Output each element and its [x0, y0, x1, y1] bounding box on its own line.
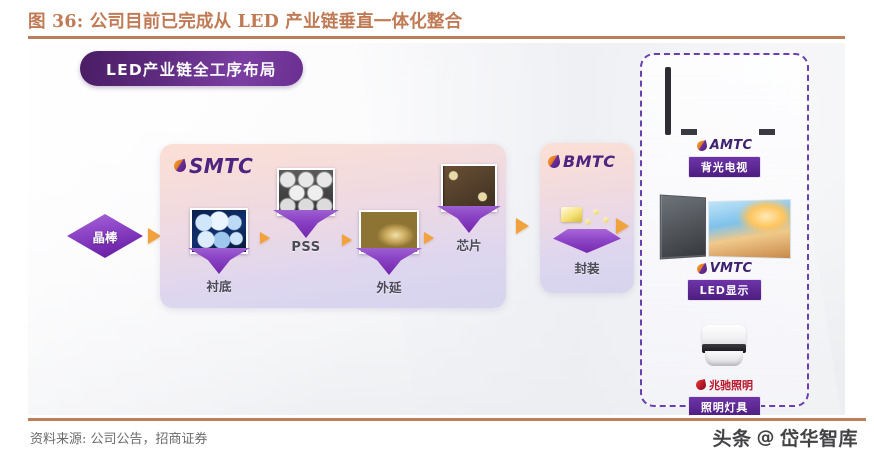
package-dot-icon [585, 219, 591, 225]
package-illustration [549, 205, 625, 253]
epitaxy-down-arrow-icon [356, 248, 422, 275]
led-panel-icon [707, 198, 791, 260]
pss-thumbnail [277, 168, 335, 216]
vmtc-logo-mark-icon [695, 262, 708, 275]
package-dot-icon [603, 217, 609, 223]
bmtc-logo-text: BMTC [563, 152, 616, 171]
product-lighting: 兆驰照明 照明灯具 [687, 323, 762, 415]
zhaochi-logo-text: 兆驰照明 [708, 379, 753, 392]
lamp-illustration [698, 323, 750, 369]
downlight-icon [698, 323, 750, 369]
zhaochi-logo-mark-icon [695, 379, 707, 391]
substrate-down-arrow-icon [188, 248, 250, 274]
arrow-substrate-to-pss [260, 232, 270, 244]
ingot-diamond-icon [67, 214, 143, 258]
title-divider [28, 36, 845, 39]
tv-illustration [664, 67, 785, 135]
footer-divider [28, 418, 866, 421]
stage-package-label: 封装 [574, 261, 600, 276]
stage-epitaxy: 外延 [344, 210, 434, 296]
led-wall-illustration [659, 192, 791, 260]
stage-pss-label: PSS [291, 240, 321, 255]
diagram-banner-label: LED产业链全工序布局 [106, 60, 277, 79]
watermark-at: @ [756, 427, 775, 448]
smtc-logo-text: SMTC [189, 154, 254, 178]
epitaxy-thumbnail [359, 210, 419, 254]
arrow-bmtc-to-products [616, 218, 629, 234]
arrow-ingot-to-smtc [148, 228, 161, 244]
watermark-prefix: 头条 [712, 428, 752, 450]
vmtc-logo-text: VMTC [709, 261, 753, 276]
package-chiplet-icon [561, 207, 582, 222]
diagram-banner: LED产业链全工序布局 [80, 51, 303, 86]
bmtc-card: BMTC 封装 [540, 143, 634, 293]
bmtc-logo: BMTC [546, 152, 616, 171]
smtc-card: SMTC 衬底 PSS [160, 144, 506, 308]
stage-package: 封装 [549, 205, 625, 277]
substrate-thumbnail [190, 208, 248, 254]
chip-thumbnail [441, 164, 497, 212]
zhaochi-lighting-logo: 兆驰照明 [695, 377, 753, 393]
amtc-logo: AMTC [695, 138, 753, 153]
watermark-name: 岱华智库 [779, 428, 858, 450]
smtc-logo: SMTC [172, 154, 254, 178]
led-cabinet-icon [659, 194, 706, 260]
stage-substrate-label: 衬底 [206, 279, 232, 294]
stage-ingot-label: 晶棒 [92, 229, 118, 245]
product-tag-led-display: LED显示 [686, 279, 763, 301]
tv-stand-icon [671, 128, 785, 135]
arrow-epitaxy-to-chip [424, 232, 434, 244]
vmtc-logo: VMTC [695, 261, 753, 276]
arrow-smtc-to-bmtc [516, 218, 529, 234]
figure-source: 资料来源: 公司公告，招商证券 [30, 432, 208, 447]
amtc-logo-text: AMTC [709, 138, 753, 153]
stage-chip: 芯片 [426, 164, 512, 254]
diagram-canvas: LED产业链全工序布局 晶棒 [28, 43, 845, 415]
product-led-display: VMTC LED显示 [659, 192, 791, 301]
package-dot-icon [593, 209, 599, 215]
figure-title: 图 36: 公司目前已完成从 LED 产业链垂直一体化整合 [28, 12, 463, 32]
package-plate-icon [553, 229, 621, 253]
products-panel: AMTC 背光电视 VMTC LED显示 [640, 53, 809, 415]
stage-chip-label: 芯片 [456, 238, 482, 253]
bmtc-logo-mark-icon [546, 154, 562, 169]
stage-substrate: 衬底 [178, 208, 260, 295]
stage-pss: PSS [262, 168, 350, 255]
pss-down-arrow-icon [273, 210, 339, 238]
amtc-logo-mark-icon [695, 139, 708, 152]
chip-down-arrow-icon [437, 206, 501, 233]
stage-ingot: 晶棒 [66, 213, 144, 259]
stage-epitaxy-label: 外延 [376, 280, 402, 295]
watermark: 头条 @ 岱华智库 [712, 424, 858, 451]
smtc-logo-mark-icon [172, 158, 188, 174]
product-tag-backlight-tv: 背光电视 [687, 156, 762, 178]
product-backlight-tv: AMTC 背光电视 [664, 67, 785, 178]
product-tag-lighting: 照明灯具 [687, 396, 762, 415]
tv-screen-icon [664, 67, 671, 135]
arrow-pss-to-epitaxy [342, 234, 352, 246]
